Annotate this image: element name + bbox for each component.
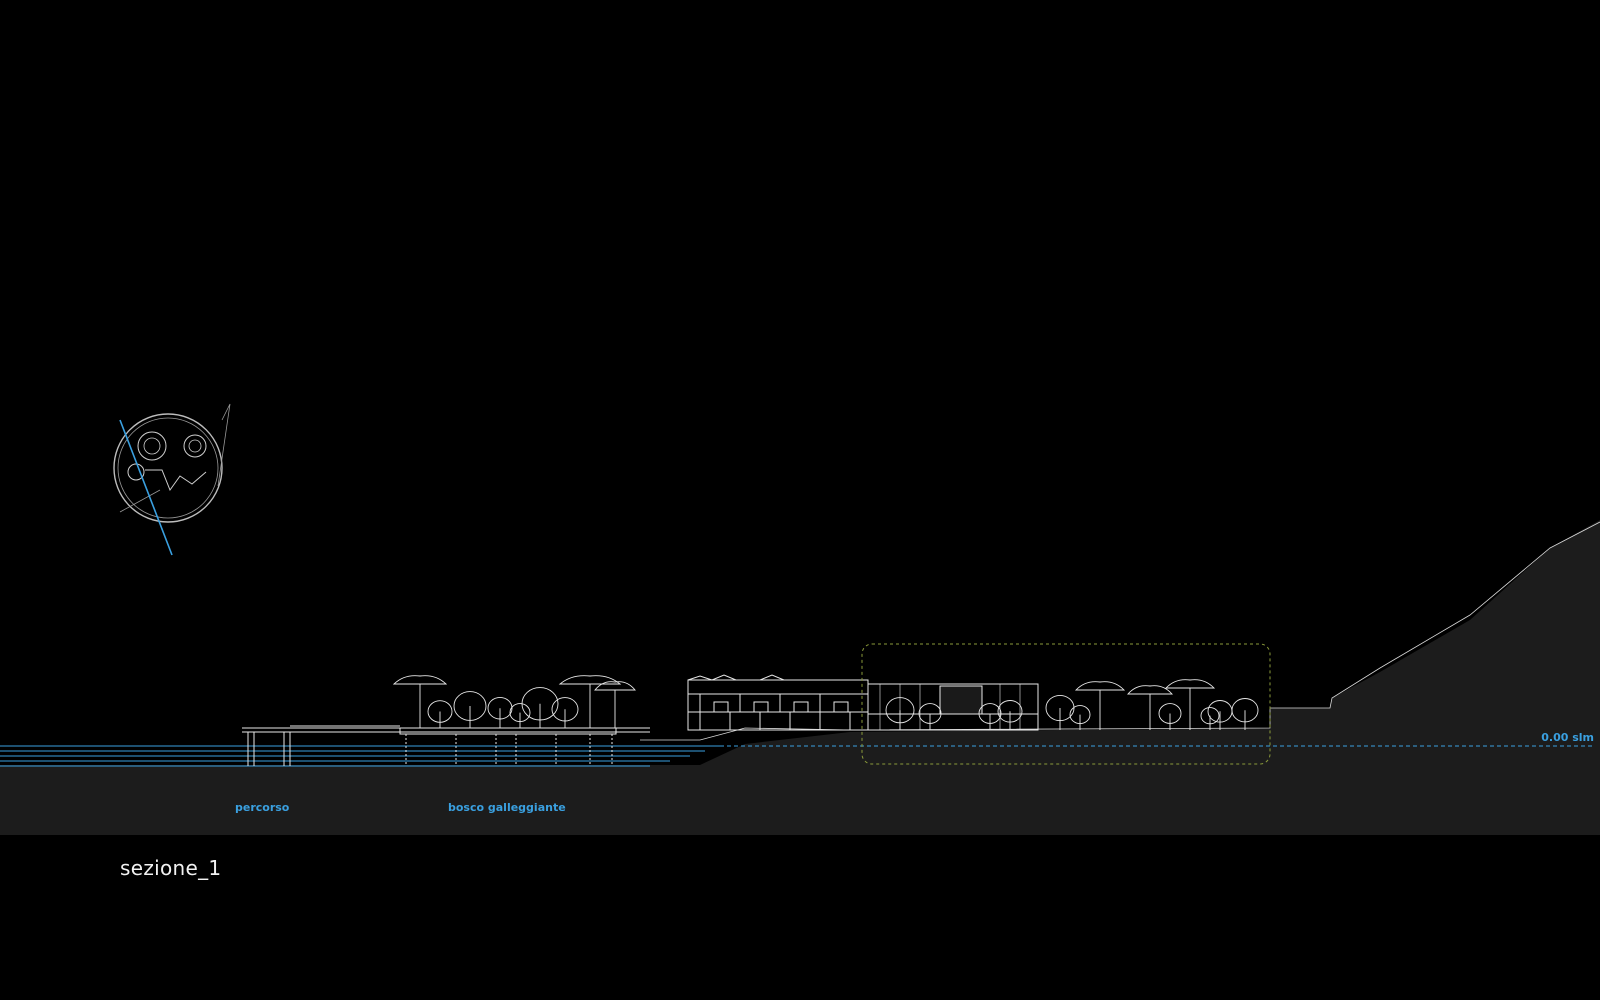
tree (885, 697, 915, 730)
tree (1158, 703, 1182, 730)
tree (1127, 685, 1173, 730)
water-lines (0, 745, 720, 767)
tree (427, 700, 453, 728)
label-sea-level: 0.00 slm (1541, 731, 1594, 744)
key-plan-icon (113, 403, 231, 556)
tree (392, 675, 448, 728)
tree (1200, 707, 1220, 730)
tree (551, 697, 579, 728)
floating-forest-trees (392, 675, 636, 728)
label-percorso: percorso (235, 801, 290, 814)
tree (1069, 705, 1091, 730)
section-title: sezione_1 (120, 856, 222, 880)
tree (1231, 698, 1259, 730)
detail-highlight-frame (861, 643, 1271, 765)
tree (594, 681, 636, 728)
tree (1074, 681, 1126, 730)
tree (918, 703, 942, 730)
tree (1164, 679, 1216, 730)
floating-platform (399, 727, 617, 766)
tree (509, 703, 531, 728)
tree (558, 675, 622, 728)
tree (978, 703, 1002, 730)
main-building (687, 674, 1039, 731)
tree (997, 700, 1023, 730)
tree (487, 696, 513, 728)
tree (453, 691, 487, 728)
tree (1045, 695, 1075, 730)
label-bosco-galleggiante: bosco galleggiante (448, 801, 566, 814)
garden-trees (885, 679, 1259, 730)
tree (521, 687, 559, 728)
terrain-mass (0, 520, 1600, 835)
